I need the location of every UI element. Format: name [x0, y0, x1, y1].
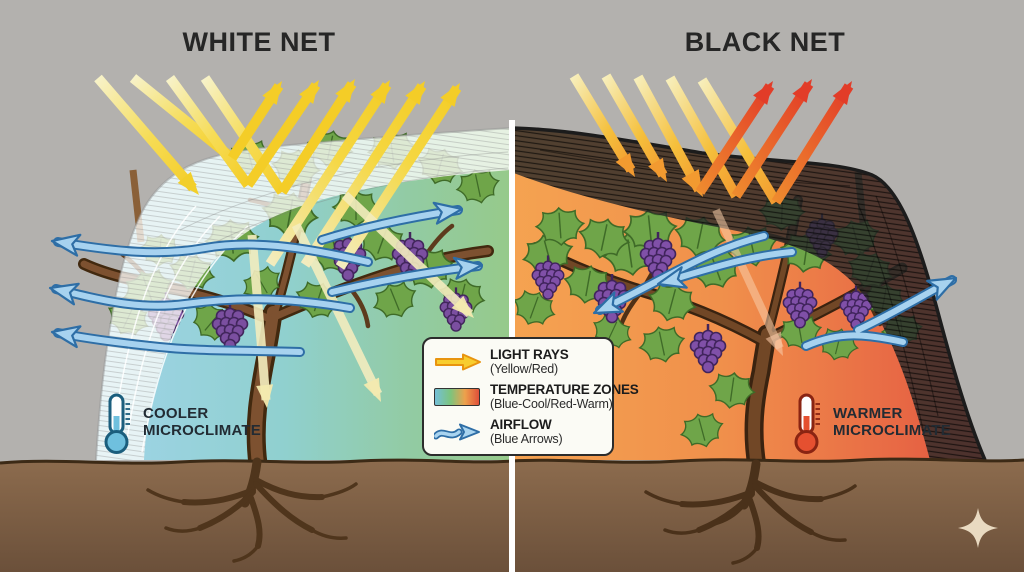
thermometer-warm-icon	[794, 393, 820, 454]
cooler-line1: COOLER	[143, 405, 209, 423]
warmer-line2: MICROCLIMATE	[833, 422, 951, 439]
legend-label-temperature-zones: TEMPERATURE ZONES	[490, 382, 639, 398]
legend-box: LIGHT RAYS (Yellow/Red) TEMPERATURE ZONE…	[422, 337, 639, 457]
legend-sublabel-airflow: (Blue Arrows)	[490, 432, 563, 447]
airflow-arrows	[46, 197, 962, 357]
four-point-sparkle-icon	[958, 508, 998, 548]
white-net-title: WHITE NET	[182, 27, 336, 57]
warmer-microclimate-label: WARMER MICROCLIMATE	[790, 392, 951, 454]
airflow-arrow-icon	[434, 421, 482, 443]
legend-sublabel-light-rays: (Yellow/Red)	[490, 362, 559, 377]
legend-item-light-rays: LIGHT RAYS (Yellow/Red)	[434, 347, 602, 376]
legend-item-temperature-zones: TEMPERATURE ZONES (Blue-Cool/Red-Warm)	[434, 382, 639, 411]
roots-left	[146, 457, 358, 563]
black-net-title: BLACK NET	[684, 27, 846, 57]
warmer-line1: WARMER	[833, 405, 903, 423]
legend-label-light-rays: LIGHT RAYS	[490, 347, 569, 362]
thermometer-cool-icon	[104, 393, 130, 454]
legend-item-airflow: AIRFLOW (Blue Arrows)	[434, 417, 602, 446]
legend-sublabel-temperature-zones: (Blue-Cool/Red-Warm)	[490, 397, 613, 412]
legend-label-airflow: AIRFLOW	[490, 417, 552, 433]
roots-right	[644, 459, 857, 565]
cooler-microclimate-label: COOLER MICROCLIMATE	[100, 392, 261, 454]
light-rays-black-net	[569, 73, 860, 360]
light-ray-arrow-icon	[434, 352, 482, 372]
cooler-line2: MICROCLIMATE	[143, 422, 261, 439]
temperature-gradient-icon	[434, 387, 482, 406]
